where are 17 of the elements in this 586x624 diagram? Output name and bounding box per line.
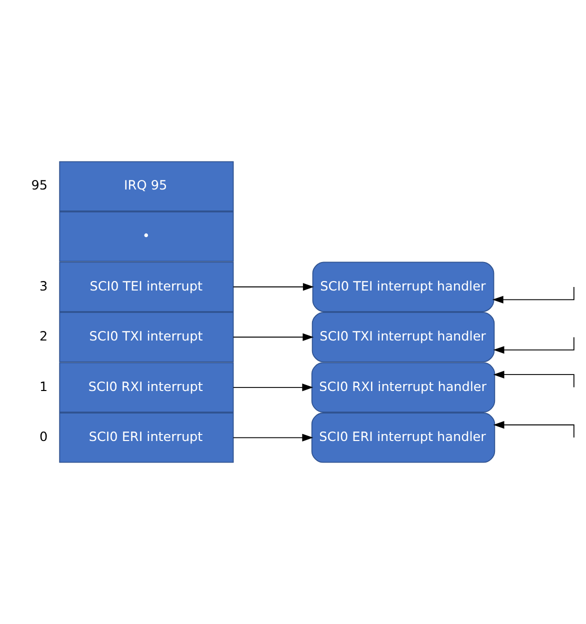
node-box: SCI0 RXI interrupt handler (311, 362, 496, 413)
node-label: 1 (40, 380, 48, 395)
arrow (493, 336, 574, 354)
arrow (232, 333, 314, 341)
node-box: SCI0 TEI interrupt handler (312, 262, 494, 312)
arrow (232, 384, 314, 392)
arrow (232, 434, 314, 442)
node-label: 3 (40, 279, 48, 294)
arrow (492, 286, 574, 304)
node-box: SCI0 TXI interrupt handler (312, 312, 495, 362)
node-label: 95 (31, 178, 48, 194)
node-label: 2 (40, 330, 48, 345)
arrow (232, 283, 314, 291)
node-box: SCI0 ERI interrupt handler (311, 412, 496, 463)
arrow (493, 421, 574, 438)
node-label: 0 (40, 430, 48, 446)
arrow (493, 370, 574, 388)
